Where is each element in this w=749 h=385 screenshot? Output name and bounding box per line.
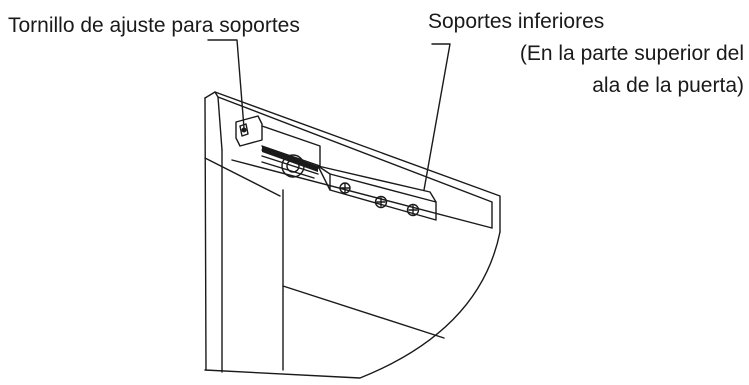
bracket-screw-3 (406, 203, 420, 217)
bracket-screw-1-cross (340, 183, 350, 193)
adjust-screw-body (235, 115, 263, 147)
adjust-shadow (262, 146, 318, 172)
door-channel-inner-line (217, 96, 493, 229)
label-location-line2: ala de la puerta) (592, 74, 744, 97)
label-adjust-screw: Tornillo de ajuste para soportes (8, 14, 300, 37)
adjust-screw-shaft (261, 125, 321, 167)
leader-adjust-screw (207, 39, 245, 129)
leader-lower-brackets (423, 43, 451, 191)
bracket-screw-1 (339, 182, 351, 194)
door-channel-bottom-line (231, 159, 493, 229)
lower-bracket-plate-face (317, 165, 437, 203)
door-horizontal-joint (282, 285, 445, 339)
adjust-screw-dot (241, 127, 247, 133)
door-top-rim (204, 91, 501, 233)
bracket-screw-2 (374, 195, 388, 209)
bracket-screw-2-cross (376, 197, 386, 207)
door-left-edge (204, 97, 207, 371)
door-panel-arc (204, 231, 501, 379)
door-front-top-line (204, 157, 281, 197)
lower-bracket-plate (317, 165, 437, 221)
label-lower-brackets: Soportes inferiores (428, 10, 604, 33)
bracket-screw-3-cross (408, 205, 418, 215)
label-location-line1: (En la parte superior del (520, 42, 744, 65)
door-top-channel (214, 91, 223, 151)
